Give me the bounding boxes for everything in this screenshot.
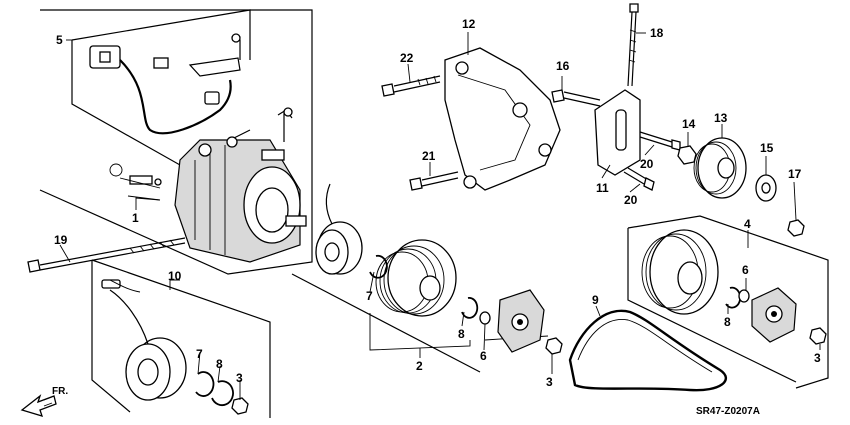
bolt-20a: [639, 131, 681, 151]
harness-clip: [153, 57, 169, 69]
compressor-bracket: [444, 47, 561, 191]
snap-ring-8-coil: [211, 380, 234, 407]
callout-21: 21: [422, 149, 436, 163]
front-label: FR.: [52, 386, 68, 397]
harness-bracket: [188, 57, 241, 77]
callout-8-assembly: 8: [724, 315, 731, 329]
nut-3-main: [545, 337, 563, 355]
callout-8-coil: 8: [216, 357, 223, 371]
nut-3-coil: [231, 397, 249, 415]
drive-belt: [568, 309, 727, 392]
callout-17: 17: [788, 167, 802, 181]
diagram-code: SR47-Z0207A: [696, 406, 760, 417]
clutch-pulley-assembly: [641, 229, 719, 315]
callout-15: 15: [760, 141, 774, 155]
shim-6-assembly: [738, 289, 750, 303]
callout-18: 18: [650, 26, 664, 40]
callout-8-main: 8: [458, 327, 465, 341]
bolt-22: [381, 75, 441, 97]
callout-20a: 20: [640, 157, 654, 171]
callout-7-main: 7: [366, 289, 373, 303]
nut-3-assembly: [809, 327, 827, 345]
armature-assembly: [751, 287, 797, 343]
field-coil: [101, 279, 187, 401]
callout-13: 13: [714, 111, 728, 125]
idler-nut-14: [677, 145, 697, 165]
callout-12: 12: [462, 17, 476, 31]
compressor-body: [174, 107, 307, 263]
callout-6-assembly: 6: [742, 263, 749, 277]
harness-plug: [204, 91, 220, 105]
bolt-16: [551, 89, 601, 107]
callout-16: 16: [556, 59, 570, 73]
wire-harness: [89, 33, 241, 135]
front-arrow-icon: [20, 394, 57, 417]
callout-11: 11: [596, 181, 609, 195]
nut-17: [787, 219, 805, 237]
tensioner-plate-11: [594, 89, 641, 176]
callout-19: 19: [54, 233, 68, 247]
snap-ring-7-main: [369, 254, 388, 279]
callout-7-coil: 7: [196, 347, 203, 361]
callout-9: 9: [592, 293, 599, 307]
snap-ring-7-coil: [195, 371, 215, 397]
bolt-20b: [623, 167, 655, 191]
callout-5: 5: [56, 33, 63, 47]
pulley-2: [375, 239, 457, 317]
callout-3-assembly: 3: [814, 351, 821, 365]
callout-3-coil: 3: [236, 371, 243, 385]
coil-7-main: [315, 183, 363, 275]
callout-6-main: 6: [480, 349, 487, 363]
idler-pulley-13: [693, 137, 747, 199]
relief-valve: [109, 163, 162, 201]
snap-ring-8-main: [461, 297, 479, 319]
callout-1: 1: [132, 211, 139, 225]
leader-lines: [59, 32, 821, 400]
shim-6-main: [479, 311, 491, 325]
bolt-21: [409, 171, 459, 191]
callouts: 5 1 19 10 7 8 3 12 22 21 16 18 11 20 20 …: [54, 17, 821, 389]
callout-14: 14: [682, 117, 696, 131]
callout-10: 10: [168, 269, 182, 283]
group-frames: [39, 9, 829, 418]
callout-22: 22: [400, 51, 414, 65]
front-direction-indicator: FR.: [20, 386, 68, 417]
compressor-fitting: [261, 149, 285, 161]
compressor-shaft: [285, 215, 307, 227]
callout-20b: 20: [624, 193, 638, 207]
callout-3-main: 3: [546, 375, 553, 389]
callout-4: 4: [744, 217, 751, 231]
washer-15: [755, 174, 777, 202]
callout-2: 2: [416, 359, 423, 373]
armature-plate: [497, 289, 545, 353]
bolt-19: [27, 237, 186, 273]
bolt-18: [627, 3, 639, 87]
snap-ring-8-assembly: [725, 286, 742, 309]
